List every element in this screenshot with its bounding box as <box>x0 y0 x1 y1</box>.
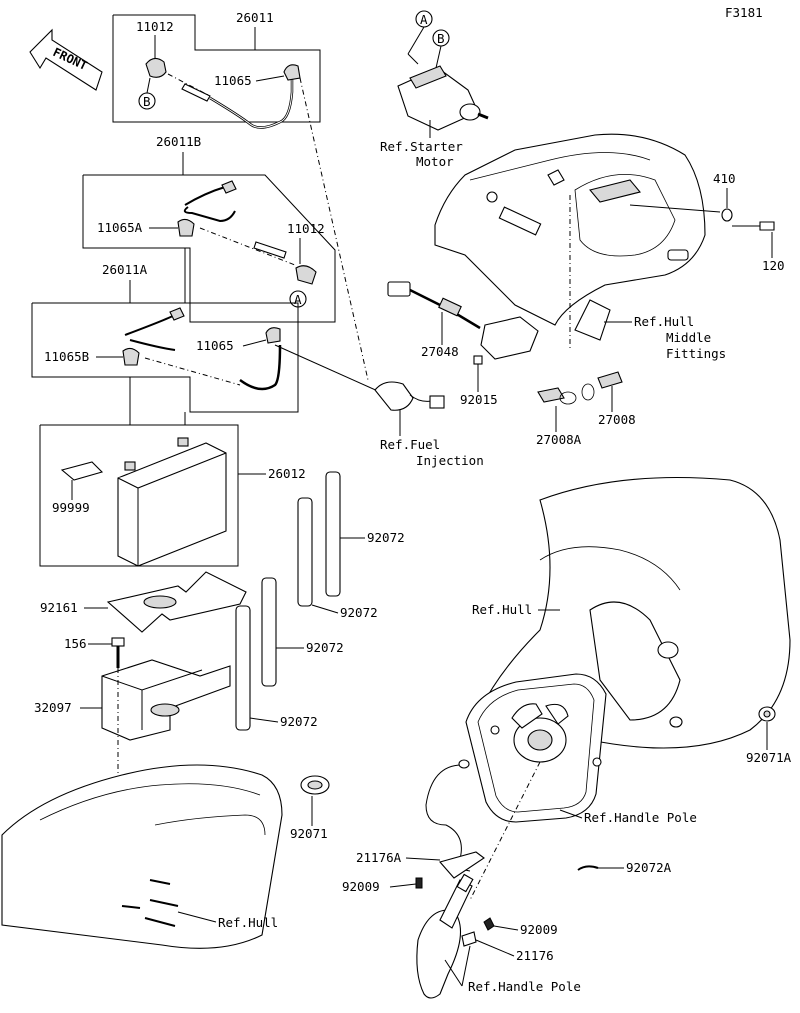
ref-hull-bottom: Ref.Hull <box>218 915 278 930</box>
fuel-injection-connector-icon <box>374 381 414 411</box>
part-92009-a: 92009 <box>342 879 380 894</box>
ref-fuel-2: Injection <box>416 453 484 468</box>
plate-92161-icon <box>106 571 247 633</box>
battery-group: 26012 99999 <box>39 377 306 567</box>
strap-4 <box>235 605 251 731</box>
part-27008: 27008 <box>598 412 636 427</box>
washer-410-icon <box>721 208 733 222</box>
handle-pole-bottom-icon <box>416 909 461 999</box>
ref-hull-middle-1: Ref.Hull <box>634 314 694 329</box>
hull-bottom-group: Ref.Hull 92071 <box>1 668 330 949</box>
hull-bottom-shape <box>1 764 283 949</box>
part-11065A: 11065A <box>97 220 143 235</box>
bracket-21176A-icon <box>439 851 485 879</box>
part-92072A: 92072A <box>626 860 672 875</box>
part-92161: 92161 <box>40 600 78 615</box>
screw-92009-a-icon <box>415 877 423 889</box>
battery-case-group: 92161 156 32097 <box>34 571 247 741</box>
ref-handle-pole-2: Ref.Handle Pole <box>468 979 581 994</box>
figure-id: F3181 <box>725 5 763 20</box>
screw-92009-b-icon <box>483 917 495 931</box>
cable-26011A-group: 26011A 11065B 11065 <box>31 248 381 413</box>
part-21176A: 21176A <box>356 850 402 865</box>
part-11065B: 11065B <box>44 349 89 364</box>
callout-a-label-mid: A <box>294 292 302 307</box>
part-99999: 99999 <box>52 500 90 515</box>
part-120: 120 <box>762 258 785 273</box>
starter-motor-group: A B Ref.Starter Motor <box>380 10 489 169</box>
callout-b-label-top: B <box>437 31 445 46</box>
clip-92072A-icon <box>577 865 599 871</box>
ref-starter-2: Motor <box>416 154 454 169</box>
callout-a-label-top: A <box>420 12 428 27</box>
case-32097-icon <box>101 659 231 741</box>
part-92072-b: 92072 <box>340 605 378 620</box>
hull-right-group: Ref.Hull 92071A Ref.Handle Pole 21176A 9… <box>342 477 792 999</box>
part-92071A: 92071A <box>746 750 792 765</box>
part-26011B: 26011B <box>156 134 201 149</box>
straps-group: 92072 92072 92072 92072 <box>235 471 405 731</box>
key-27008-icon <box>597 371 623 389</box>
strap-3 <box>261 577 277 687</box>
part-92072-c: 92072 <box>306 640 344 655</box>
screw-120-icon <box>759 221 775 231</box>
part-92009-b: 92009 <box>520 922 558 937</box>
hull-middle-group: Ref.Hull Middle Fittings 410 120 <box>434 133 785 361</box>
label-sheet-icon <box>60 461 104 481</box>
part-27048: 27048 <box>421 344 459 359</box>
part-27008A: 27008A <box>536 432 582 447</box>
part-26011A: 26011A <box>102 262 148 277</box>
ref-handle-pole-1: Ref.Handle Pole <box>584 810 697 825</box>
callout-b-label: B <box>143 94 151 109</box>
harness-group: 27048 92015 Ref.Fuel Injection 27008A 27… <box>374 281 636 468</box>
strap-1 <box>297 497 313 607</box>
part-32097: 32097 <box>34 700 72 715</box>
strap-2 <box>325 471 341 597</box>
ref-starter-1: Ref.Starter <box>380 139 463 154</box>
hull-middle-shape <box>434 133 706 326</box>
cable-26011-group: 26011 11012 B 11065 <box>112 10 369 381</box>
part-26011: 26011 <box>236 10 274 25</box>
terminal-cover-icon <box>145 57 167 78</box>
part-92015: 92015 <box>460 392 498 407</box>
part-26012: 26012 <box>268 466 306 481</box>
part-92072-d: 92072 <box>280 714 318 729</box>
key-27008A-icon <box>537 387 565 403</box>
part-21176: 21176 <box>516 948 554 963</box>
cable-26011B-group: 26011B 11065A 11012 A <box>82 134 336 323</box>
front-arrow-icon: FRONT <box>29 28 103 91</box>
part-11012-top: 11012 <box>136 19 174 34</box>
part-11065-top: 11065 <box>214 73 252 88</box>
module-27048-icon <box>480 316 539 360</box>
part-11012-mid: 11012 <box>287 221 325 236</box>
part-156: 156 <box>64 636 87 651</box>
part-92072-a: 92072 <box>367 530 405 545</box>
ref-hull-middle-3: Fittings <box>666 346 726 361</box>
part-410: 410 <box>713 171 736 186</box>
ref-hull-right: Ref.Hull <box>472 602 532 617</box>
ref-hull-middle-2: Middle <box>666 330 711 345</box>
ref-fuel-1: Ref.Fuel <box>380 437 440 452</box>
part-92071: 92071 <box>290 826 328 841</box>
part-11065: 11065 <box>196 338 234 353</box>
